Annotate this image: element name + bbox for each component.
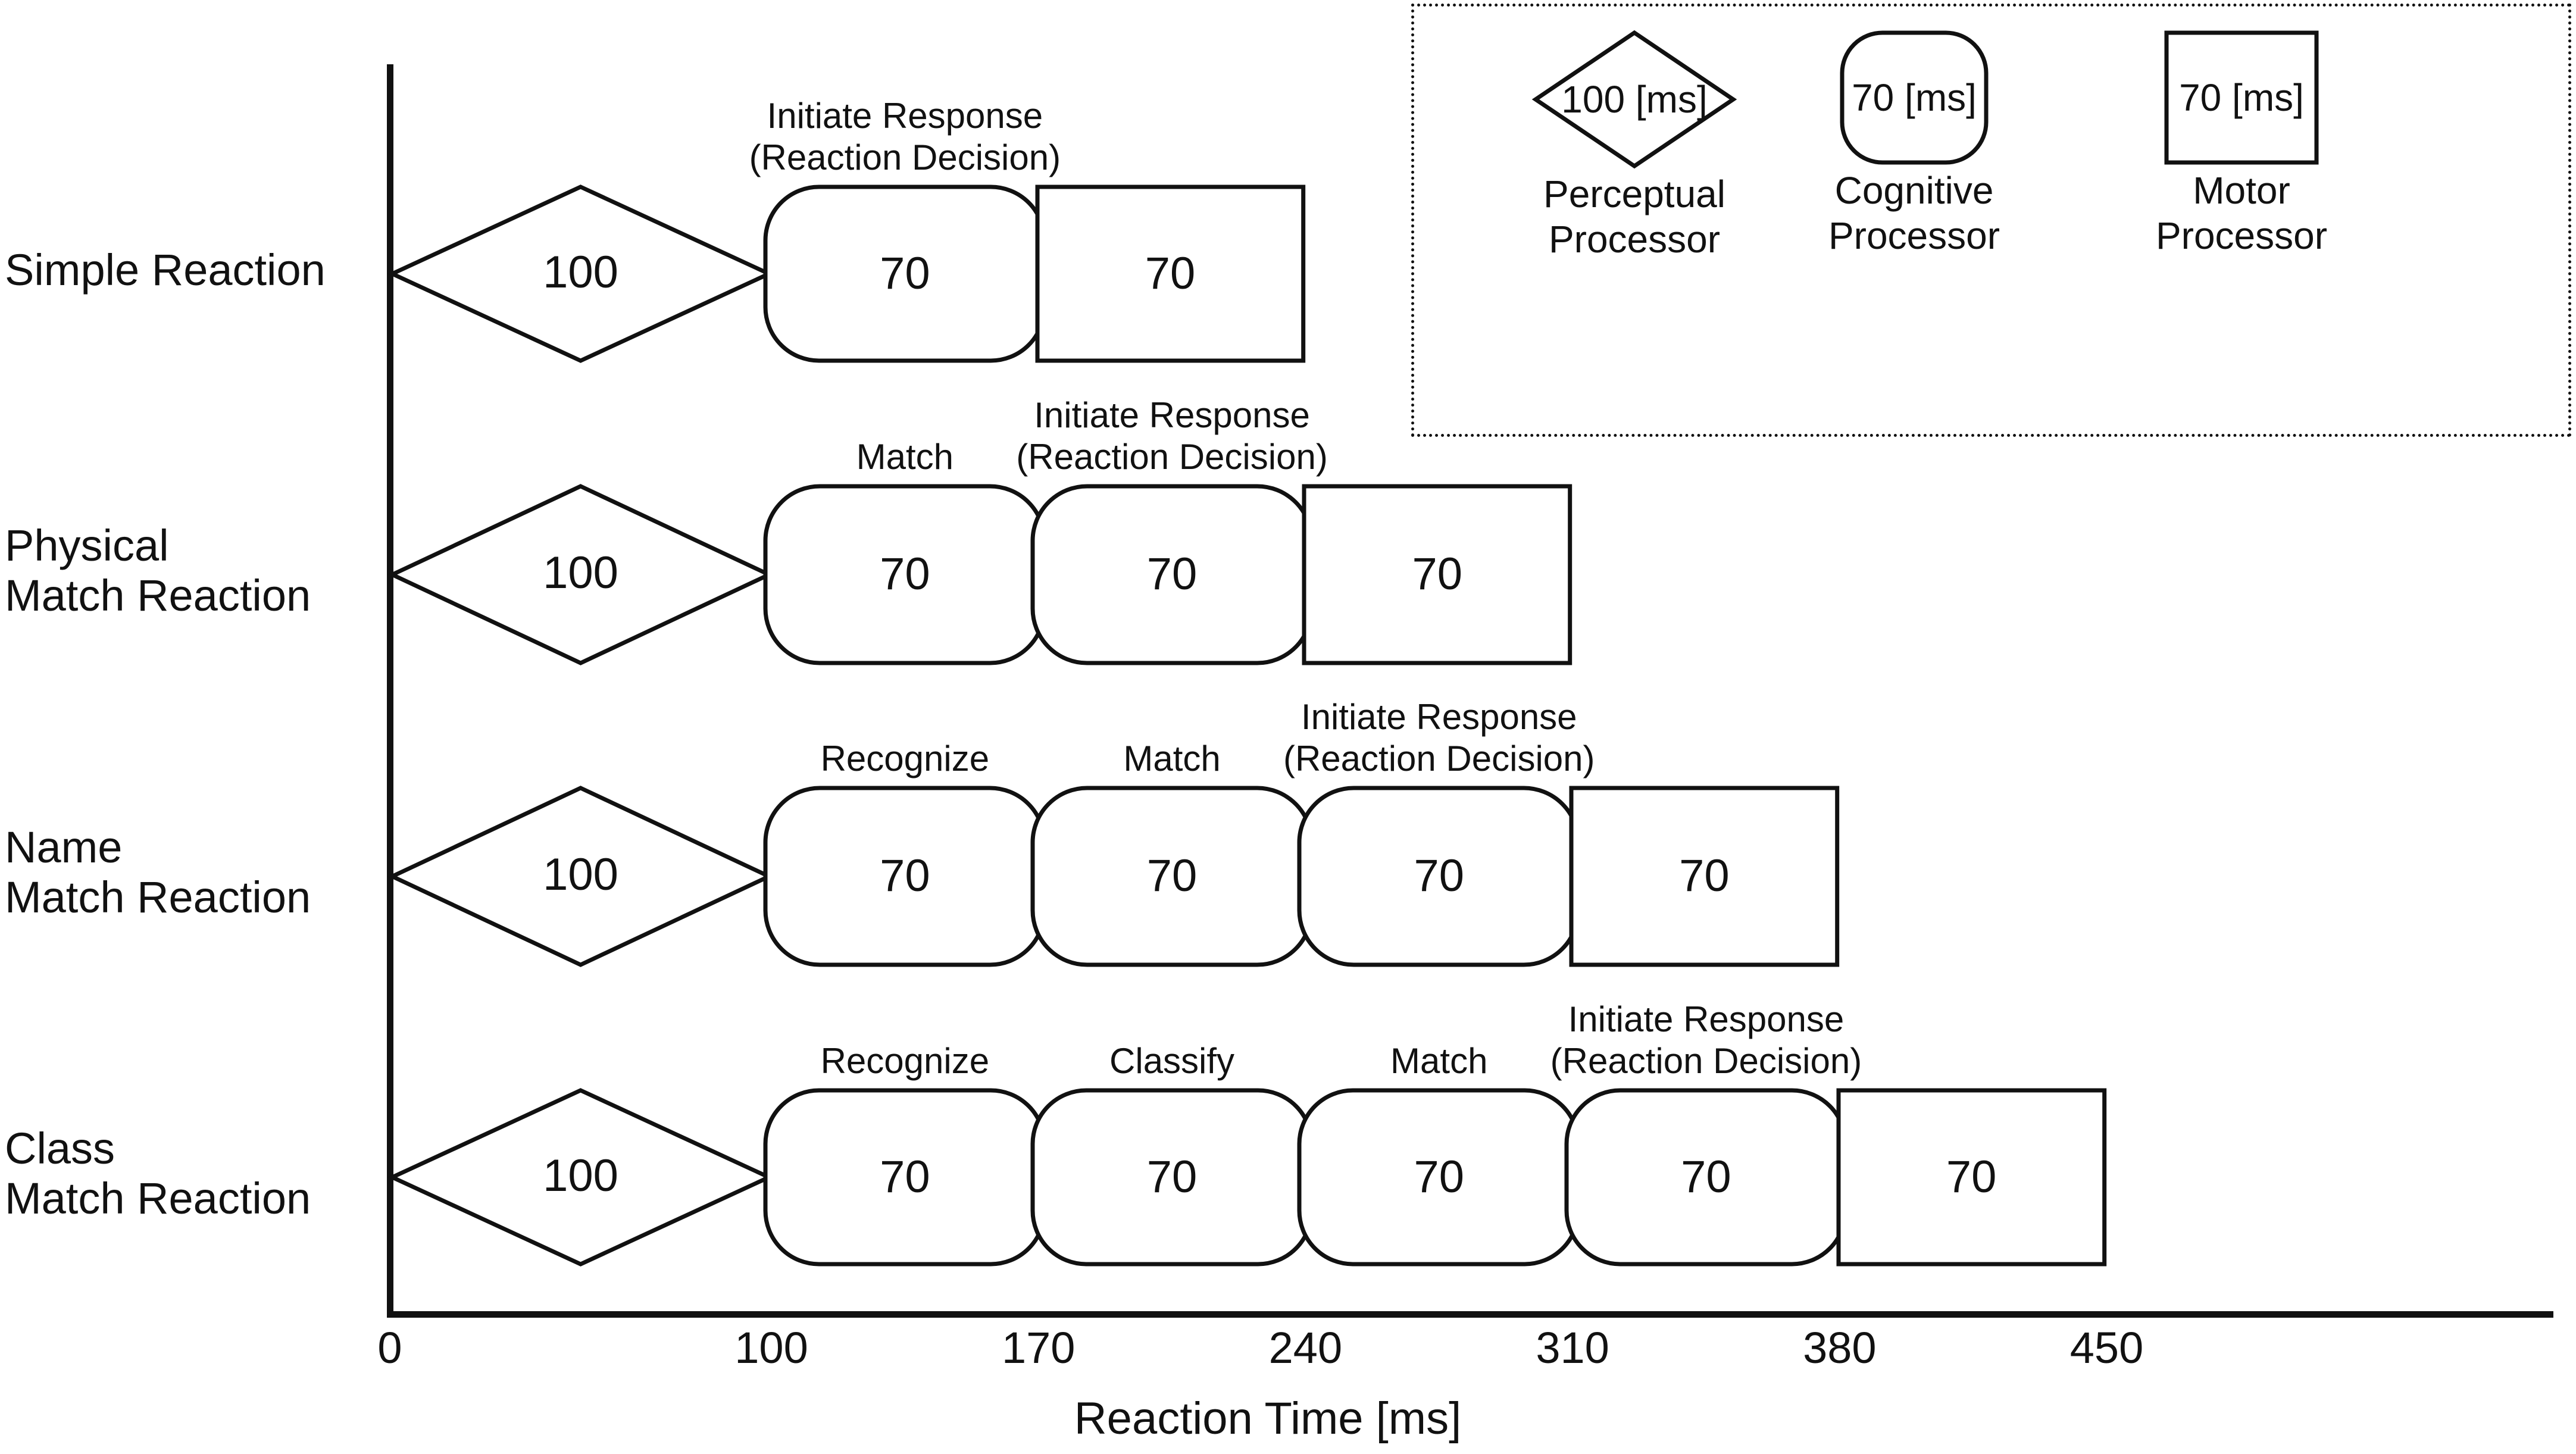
legend-item-cognitive: 70 [ms] Cognitive Processor	[1789, 30, 2039, 258]
x-tick-380: 380	[1803, 1323, 1877, 1372]
motor-processor-shape: 70	[1569, 786, 1840, 967]
x-tick-100: 100	[734, 1323, 808, 1372]
legend-item-perceptual: 100 [ms] Perceptual Processor	[1480, 30, 1789, 262]
x-tick-170: 170	[1001, 1323, 1076, 1372]
cognitive-processor-shape: 70	[1297, 786, 1581, 967]
stage-caption-initiate-response: Initiate Response (Reaction Decision)	[1016, 395, 1328, 477]
cognitive-processor-shape: 70	[763, 1088, 1047, 1267]
legend-caption-perceptual: Perceptual Processor	[1543, 173, 1725, 261]
stage-caption-match: Match	[1390, 1041, 1488, 1081]
x-tick-0: 0	[377, 1323, 402, 1372]
legend-box: 100 [ms] Perceptual Processor 70 [ms] Cogni…	[1411, 4, 2571, 437]
stage-caption-recognize: Recognize	[820, 1041, 990, 1081]
legend-motor-shape: 70 [ms]	[2164, 30, 2319, 165]
cognitive-processor-shape: 70	[763, 185, 1047, 363]
processor-duration-value: 100	[543, 548, 618, 598]
legend-perceptual-shape: 100 [ms]	[1531, 30, 1737, 169]
stage-caption-match: Match	[856, 436, 954, 477]
stage-caption-recognize: Recognize	[820, 738, 990, 778]
y-axis-line	[387, 64, 393, 1317]
x-axis-title: Reaction Time [ms]	[1074, 1393, 1462, 1444]
cognitive-processor-shape: 70	[1564, 1088, 1848, 1267]
x-tick-310: 310	[1536, 1323, 1609, 1372]
row-label-name-match-reaction: Name Match Reaction	[5, 823, 311, 922]
processor-duration-value: 70	[1145, 248, 1196, 299]
cognitive-processor-shape: 70	[1030, 786, 1314, 967]
stage-caption-classify: Classify	[1109, 1041, 1235, 1081]
processor-duration-value: 70	[880, 248, 930, 299]
motor-processor-shape: 70	[1836, 1088, 2107, 1267]
stage-caption-initiate-response: Initiate Response (Reaction Decision)	[1283, 696, 1595, 778]
processor-duration-value: 100	[543, 849, 618, 900]
processor-duration-value: 70	[1146, 1152, 1198, 1202]
motor-processor-shape: 70	[1035, 185, 1306, 363]
x-tick-240: 240	[1268, 1323, 1343, 1372]
row-label-class-match-reaction: Class Match Reaction	[5, 1124, 311, 1223]
legend-duration-value: 100 [ms]	[1561, 78, 1708, 121]
processor-duration-value: 70	[1681, 1152, 1731, 1202]
processor-duration-value: 70	[1946, 1152, 1997, 1202]
processor-duration-value: 70	[1146, 549, 1198, 599]
legend-duration-value: 70 [ms]	[2179, 76, 2304, 119]
cognitive-processor-shape: 70	[763, 484, 1047, 665]
legend-caption-cognitive: Cognitive Processor	[1828, 169, 2000, 257]
processor-duration-value: 70	[880, 1152, 930, 1202]
processor-duration-value: 70	[1414, 850, 1464, 901]
processor-duration-value: 70	[880, 549, 930, 599]
row-label-simple-reaction: Simple Reaction	[5, 245, 326, 295]
processor-duration-value: 70	[880, 850, 930, 901]
legend-cognitive-shape: 70 [ms]	[1840, 30, 1989, 165]
legend-caption-motor: Motor Processor	[2155, 169, 2328, 257]
processor-duration-value: 70	[1412, 549, 1462, 599]
perceptual-processor-shape: 100	[387, 483, 774, 665]
motor-processor-shape: 70	[1302, 484, 1573, 665]
x-axis-line	[387, 1311, 2553, 1318]
row-label-physical-match-reaction: Physical Match Reaction	[5, 521, 311, 620]
processor-duration-value: 100	[543, 247, 618, 298]
cognitive-processor-shape: 70	[1297, 1088, 1581, 1267]
processor-duration-value: 70	[1146, 850, 1198, 901]
processor-duration-value: 70	[1414, 1152, 1464, 1202]
cognitive-processor-shape: 70	[1030, 484, 1314, 665]
stage-caption-initiate-response: Initiate Response (Reaction Decision)	[749, 96, 1061, 178]
x-tick-450: 450	[2069, 1323, 2144, 1372]
perceptual-processor-shape: 100	[387, 185, 774, 363]
legend-duration-value: 70 [ms]	[1852, 76, 1977, 119]
processor-duration-value: 70	[1679, 850, 1730, 901]
legend-item-motor: 70 [ms] Motor Processor	[2087, 30, 2396, 258]
perceptual-processor-shape: 100	[387, 1088, 774, 1267]
processor-duration-value: 100	[543, 1150, 618, 1201]
perceptual-processor-shape: 100	[387, 785, 774, 967]
stage-caption-initiate-response: Initiate Response (Reaction Decision)	[1550, 999, 1862, 1081]
stage-caption-match: Match	[1123, 738, 1221, 778]
cognitive-processor-shape: 70	[763, 786, 1047, 967]
cognitive-processor-shape: 70	[1030, 1088, 1314, 1267]
